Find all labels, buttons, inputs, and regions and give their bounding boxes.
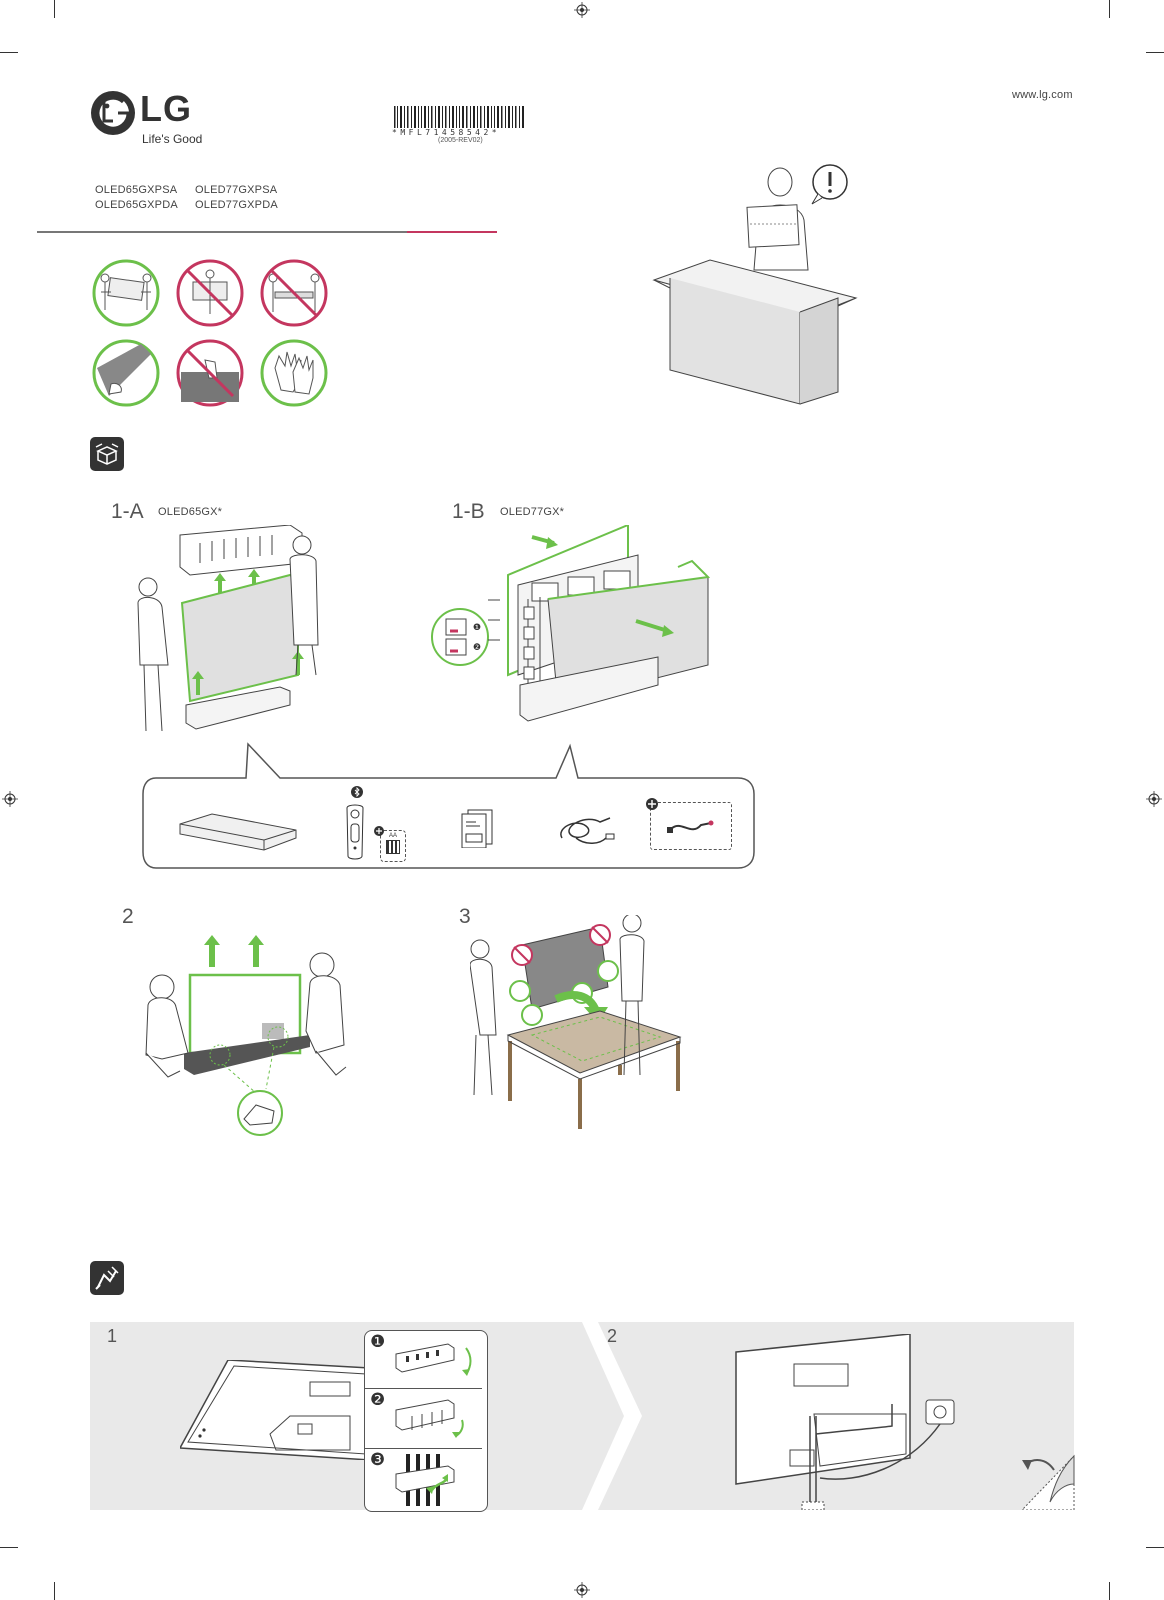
plus-icon bbox=[374, 826, 384, 836]
lg-face-icon bbox=[91, 91, 135, 135]
barcode-bars bbox=[394, 106, 524, 128]
battery-icon bbox=[386, 840, 400, 854]
slide-box-illustration: ❶ ❷ bbox=[431, 525, 711, 722]
step-number: 1 bbox=[107, 1326, 118, 1346]
step-model: OLED65GX* bbox=[158, 506, 223, 518]
step-model: OLED77GX* bbox=[500, 506, 565, 518]
bluetooth-icon bbox=[351, 786, 363, 798]
check-contents-illustration bbox=[652, 164, 858, 405]
remove-tv-illustration bbox=[145, 935, 347, 1136]
two-person-carry-ok-icon bbox=[92, 259, 160, 327]
battery-label: AA bbox=[388, 833, 397, 839]
crop-mark bbox=[1109, 0, 1110, 18]
substep-marker: ❶ bbox=[370, 1332, 386, 1352]
lift-box-illustration bbox=[137, 525, 319, 732]
header-rule bbox=[37, 231, 407, 233]
crop-mark bbox=[54, 1582, 55, 1600]
cable-accessory-icon bbox=[560, 817, 615, 844]
model-name: OLED77GXPDA bbox=[195, 199, 278, 211]
power-cable-icon bbox=[667, 820, 714, 833]
substep-marker: ❸ bbox=[370, 1450, 386, 1470]
barcode-text: *MFL71458542* bbox=[392, 128, 501, 137]
website-link[interactable]: www.lg.com bbox=[1012, 89, 1073, 101]
step-number: 1-B bbox=[452, 500, 485, 523]
barcode: *MFL71458542* (2005-REV02) bbox=[392, 106, 532, 156]
crop-mark bbox=[1109, 1582, 1110, 1600]
crop-mark bbox=[1146, 52, 1164, 53]
unbox-icon bbox=[90, 437, 124, 471]
crop-mark bbox=[1146, 1547, 1164, 1548]
one-person-carry-no-icon bbox=[176, 259, 244, 327]
brand-tagline: Life's Good bbox=[142, 132, 203, 146]
lg-logo: LG Life's Good bbox=[90, 88, 220, 150]
crop-mark bbox=[0, 1547, 18, 1548]
optional-cable-box bbox=[650, 802, 732, 850]
registration-mark-icon bbox=[2, 791, 18, 807]
crop-mark bbox=[54, 0, 55, 18]
model-name: OLED65GXPSA bbox=[95, 184, 178, 196]
substep-divider bbox=[364, 1388, 482, 1389]
wear-gloves-ok-icon bbox=[260, 339, 328, 407]
step-number: 2 bbox=[122, 905, 134, 928]
panel-divider-chevron bbox=[582, 1322, 624, 1510]
registration-mark-icon bbox=[1146, 791, 1162, 807]
step-number: 1-A bbox=[111, 500, 144, 523]
header-rule-accent bbox=[407, 231, 497, 233]
crop-mark bbox=[0, 52, 18, 53]
cable-management-icon bbox=[90, 1261, 124, 1295]
cable-holder-open-icon bbox=[395, 1399, 464, 1438]
barcode-revision: (2005-REV02) bbox=[438, 137, 483, 144]
remote-control-icon bbox=[346, 804, 364, 860]
registration-mark-icon bbox=[574, 1582, 590, 1598]
stand-accessory-icon bbox=[179, 813, 297, 851]
registration-mark-icon bbox=[574, 2, 590, 18]
substep-marker: ❷ bbox=[370, 1390, 386, 1410]
routed-cables-illustration bbox=[735, 1334, 955, 1510]
step-number: 3 bbox=[459, 905, 471, 928]
cables-insert-icon bbox=[395, 1454, 455, 1506]
battery-box: AA bbox=[380, 830, 406, 862]
marker: ❶ bbox=[473, 623, 481, 633]
cable-holder-icon bbox=[395, 1343, 472, 1376]
plus-icon bbox=[646, 798, 658, 810]
model-name: OLED77GXPSA bbox=[195, 184, 278, 196]
safety-icon-grid bbox=[91, 258, 331, 408]
brand-name: LG bbox=[140, 88, 192, 129]
marker: ❷ bbox=[473, 643, 481, 653]
flat-carry-no-icon bbox=[260, 259, 328, 327]
model-name: OLED65GXPDA bbox=[95, 199, 178, 211]
place-on-table-illustration bbox=[470, 915, 682, 1129]
step-number: 2 bbox=[607, 1326, 618, 1346]
touch-screen-no-icon bbox=[176, 339, 244, 407]
substep-divider bbox=[364, 1448, 482, 1449]
hold-frame-ok-icon bbox=[92, 339, 160, 407]
tv-back-illustration bbox=[180, 1360, 370, 1460]
manual-icon bbox=[461, 809, 493, 848]
page-curl-icon bbox=[1021, 1454, 1075, 1510]
